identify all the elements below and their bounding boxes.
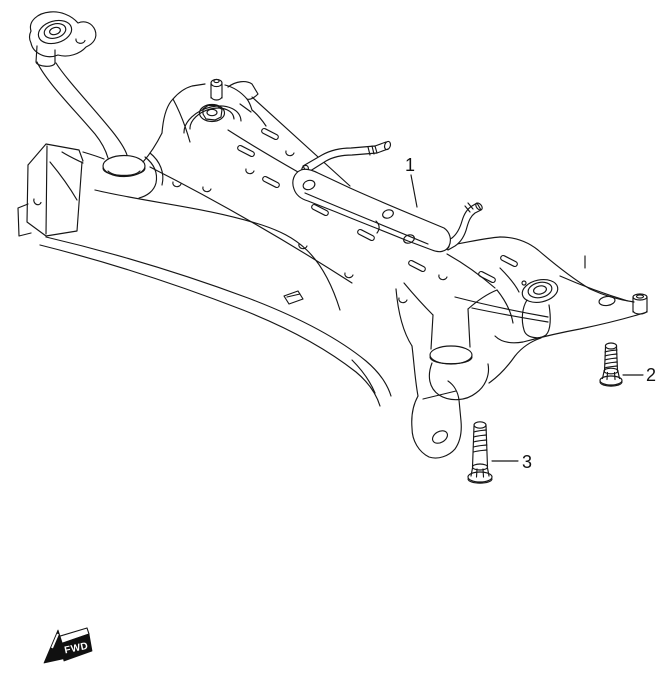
callout-1: 1 — [405, 155, 418, 208]
bolt-3-drawing — [467, 421, 493, 484]
flange-notch — [75, 38, 86, 44]
fwd-arrow-icon: FWD — [43, 627, 93, 664]
right-end-bracket — [494, 236, 648, 344]
callout-2-label: 2 — [646, 365, 656, 385]
part-1-left-rod — [302, 145, 378, 174]
callout-2: 2 — [622, 365, 656, 385]
pipe-arm — [28, 11, 164, 199]
callout-3-label: 3 — [522, 452, 532, 472]
callout-1-leader — [410, 174, 418, 208]
part-1-bracket — [292, 140, 483, 253]
strut-mount-bracket — [161, 78, 267, 143]
callout-1-label: 1 — [405, 155, 415, 175]
bolt-2-drawing — [599, 342, 623, 387]
deck-slot-holes — [237, 127, 518, 284]
crossmember-body — [39, 96, 549, 407]
left-end-bracket — [17, 143, 84, 237]
part-1-plate — [292, 168, 451, 253]
deck-round-holes — [172, 150, 448, 304]
bracket-hole — [33, 198, 42, 206]
fwd-label: FWD — [63, 641, 89, 657]
weld-clip — [283, 290, 304, 305]
callout-3: 3 — [491, 452, 532, 472]
center-mount-arm — [395, 282, 542, 459]
